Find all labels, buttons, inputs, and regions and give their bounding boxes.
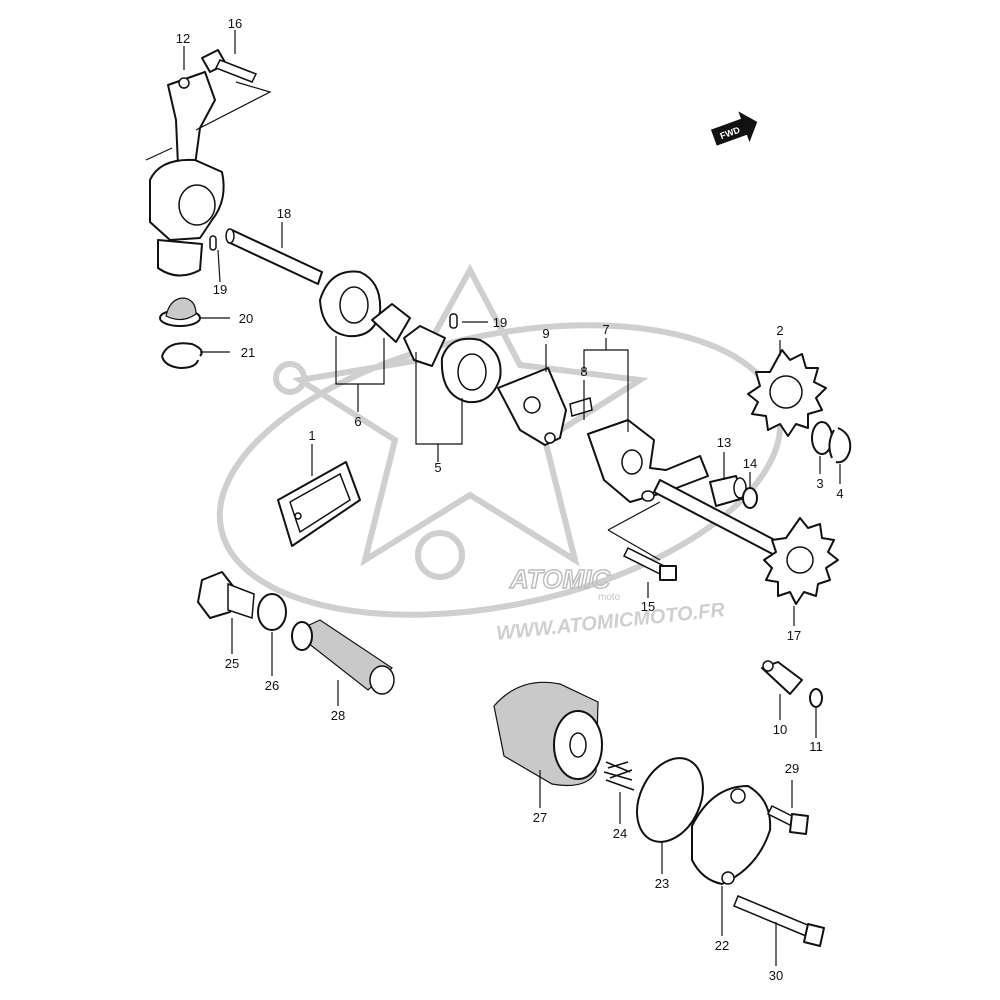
part-1-gasket [277, 461, 361, 547]
callout-8: 8 [580, 364, 587, 379]
watermark-sub: moto [598, 592, 621, 603]
callout-28: 28 [331, 708, 345, 723]
part-7-pump-housing [587, 419, 709, 503]
part-28-oil-screen [291, 619, 395, 695]
watermark-url: WWW.ATOMICMOTO.FR [495, 599, 726, 645]
callout-numbers: 12 16 18 19 20 21 19 9 7 8 2 6 1 13 14 5… [176, 16, 844, 983]
part-22-filter-cover [691, 785, 772, 885]
part-10-plug [761, 660, 803, 695]
part-25-drain-plug [197, 571, 255, 620]
callout-16: 16 [228, 16, 242, 31]
callout-3: 3 [816, 476, 823, 491]
callout-2: 2 [776, 323, 783, 338]
part-29-bolt [766, 804, 809, 835]
callout-30: 30 [769, 968, 783, 983]
callout-15: 15 [641, 599, 655, 614]
part-26-gasket-washer [257, 593, 287, 631]
callout-13: 13 [717, 435, 731, 450]
fwd-arrow-badge: FWD [710, 111, 758, 146]
part-17-shaft-gear [653, 479, 839, 605]
part-20-oil-strainer [159, 297, 201, 327]
part-12-pump-pickup [145, 71, 272, 277]
callout-25: 25 [225, 656, 239, 671]
callout-27: 27 [533, 810, 547, 825]
callout-18: 18 [277, 206, 291, 221]
watermark-logo: ATOMIC [509, 564, 611, 594]
part-2-pump-gear [747, 349, 827, 437]
callout-6: 6 [354, 414, 361, 429]
callout-7: 7 [602, 322, 609, 337]
callout-22: 22 [715, 938, 729, 953]
part-19-pin-left [209, 235, 217, 251]
callout-9: 9 [542, 326, 549, 341]
callout-26: 26 [265, 678, 279, 693]
leader-lines [183, 30, 841, 966]
callout-24: 24 [613, 826, 627, 841]
part-19-pin-center [449, 313, 458, 329]
callout-23: 23 [655, 876, 669, 891]
callout-10: 10 [773, 722, 787, 737]
callout-14: 14 [743, 456, 757, 471]
part-21-circlip [161, 342, 203, 369]
part-24-spring [603, 761, 635, 791]
part-15-bolt [607, 501, 677, 581]
part-27-oil-filter [493, 681, 603, 787]
part-23-o-ring [636, 757, 704, 843]
callout-19-left: 19 [213, 282, 227, 297]
part-30-bolt [733, 895, 825, 947]
part-4-circlip [828, 427, 852, 464]
part-11-o-ring [809, 688, 823, 708]
part-6-outer-rotor [319, 270, 411, 343]
part-18-pump-shaft [225, 228, 323, 285]
callout-17: 17 [787, 628, 801, 643]
callout-11: 11 [809, 739, 823, 754]
callout-29: 29 [785, 761, 799, 776]
part-16-bolt [201, 49, 258, 83]
callout-5: 5 [434, 460, 441, 475]
callout-20: 20 [239, 311, 253, 326]
callout-19-center: 19 [493, 315, 507, 330]
part-9-pump-cover [497, 367, 593, 446]
part-14-o-ring [742, 487, 758, 509]
callout-1: 1 [308, 428, 315, 443]
callout-12: 12 [176, 31, 190, 46]
callout-21: 21 [241, 345, 255, 360]
part-5-inner-rotor [403, 325, 502, 404]
callout-4: 4 [836, 486, 843, 501]
